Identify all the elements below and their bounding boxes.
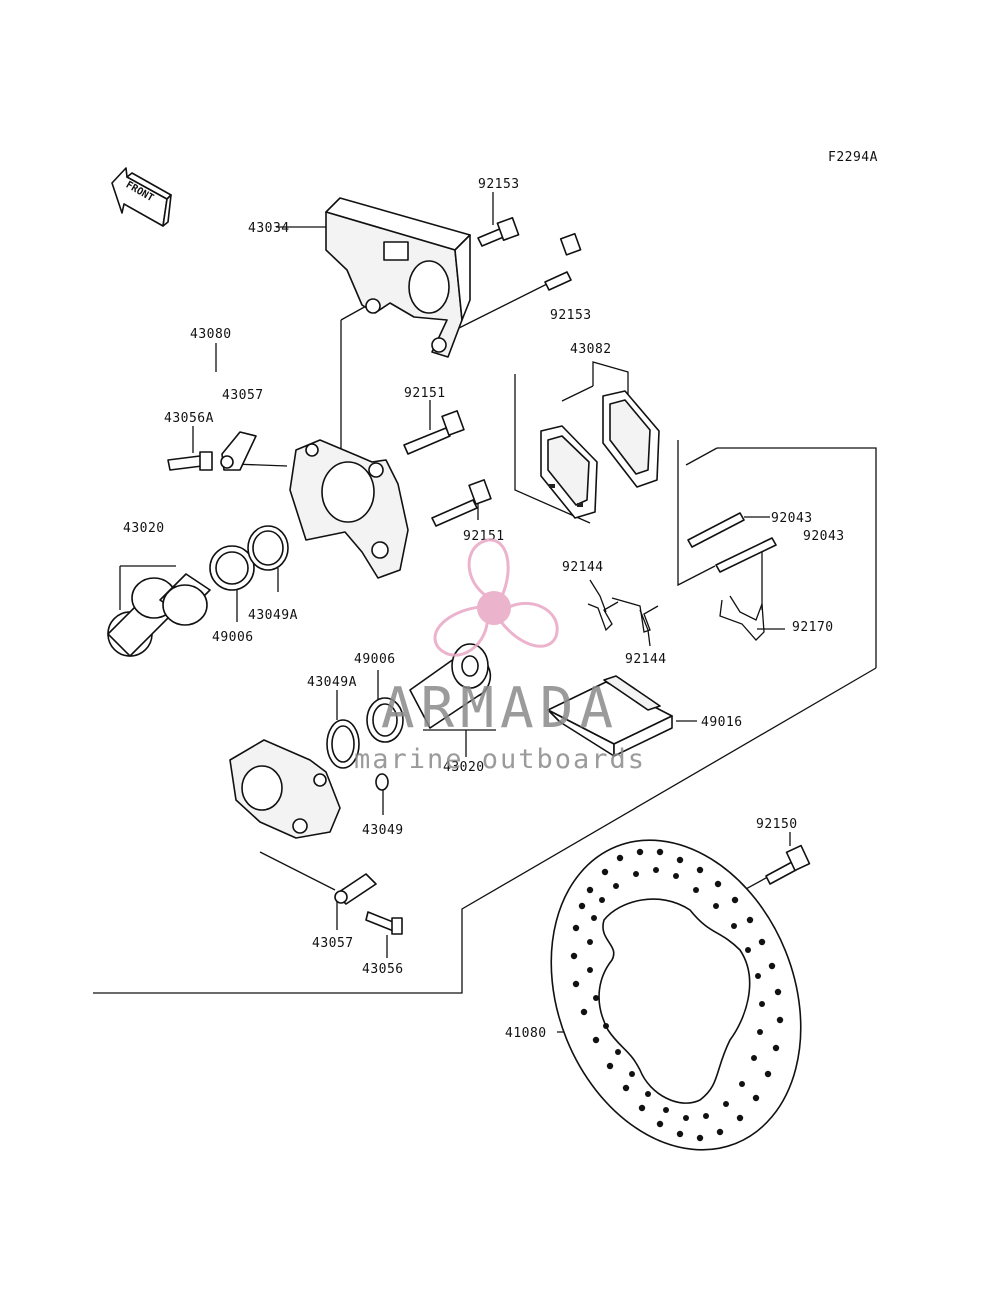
label-49016: 49016	[701, 715, 743, 730]
label-92153-upper: 92153	[478, 177, 520, 192]
label-49006-lower: 49006	[354, 652, 396, 667]
spring-clip-92170	[719, 595, 765, 641]
label-43057-lower: 43057	[312, 936, 354, 951]
leader-lines	[93, 192, 877, 1033]
label-49006-upper: 49006	[212, 630, 254, 645]
propeller-blade	[433, 605, 489, 657]
bleeder-valve-43056A	[167, 451, 213, 471]
piston-43020-upper	[107, 577, 177, 657]
propeller-blade	[467, 538, 510, 602]
label-43020-lower: 43020	[443, 760, 485, 775]
label-92151-upper: 92151	[404, 386, 446, 401]
spring-clip-92144	[587, 597, 659, 633]
bolt-92151-upper	[403, 410, 465, 455]
label-43080: 43080	[190, 327, 232, 342]
label-92043-a: 92043	[771, 511, 813, 526]
label-92144-upper: 92144	[562, 560, 604, 575]
dust-seal-49006-lower	[366, 697, 404, 743]
pad-spring-49016	[547, 675, 673, 757]
label-43049A-lower: 43049A	[307, 675, 357, 690]
watermark: ARMADA marine outboards	[354, 538, 646, 775]
label-43049: 43049	[362, 823, 404, 838]
label-43049A-upper: 43049A	[248, 608, 298, 623]
propeller-hub	[477, 591, 511, 625]
label-92170: 92170	[792, 620, 834, 635]
bolt-92153-upper	[477, 217, 520, 247]
label-92153-lower: 92153	[550, 308, 592, 323]
label-92043-b: 92043	[803, 529, 845, 544]
propeller-logo-icon	[433, 538, 559, 657]
propeller-blade	[498, 601, 559, 648]
bleeder-valve-43056	[365, 911, 403, 935]
caliper-body-lower	[229, 739, 341, 839]
front-arrow-icon: FRONT	[111, 167, 172, 227]
bleeder-cap-43057-lower	[334, 873, 377, 905]
label-43034: 43034	[248, 221, 290, 236]
bolt-92151-lower	[431, 479, 492, 527]
watermark-brand: ARMADA	[381, 676, 619, 741]
piston-insulator-upper	[159, 573, 211, 626]
bleeder-cap-43057-upper	[220, 431, 257, 471]
label-92144-lower: 92144	[625, 652, 667, 667]
brake-pads-43082	[540, 390, 660, 519]
disc-bolt-92150	[765, 844, 811, 885]
label-43056A: 43056A	[164, 411, 214, 426]
figure-code: F2294A	[828, 150, 878, 165]
label-41080: 41080	[505, 1026, 547, 1041]
piston-seal-43049A-upper	[247, 525, 289, 571]
label-43057-upper: 43057	[222, 388, 264, 403]
label-92150: 92150	[756, 817, 798, 832]
caliper-body-upper	[289, 439, 409, 579]
caliper-bracket-43034	[325, 197, 471, 358]
pad-pin-92043-a	[687, 512, 745, 548]
dust-seal-49006-upper	[209, 545, 255, 591]
disc-holes	[570, 848, 784, 1142]
label-43056: 43056	[362, 962, 404, 977]
brake-disc-41080	[550, 839, 802, 1151]
pad-pin-92043-b	[715, 537, 777, 573]
part-labels: 92153 43034 92153 43080 43057 43082 9215…	[123, 177, 845, 1041]
seal-43049	[375, 773, 389, 791]
bolt-92153-lower	[544, 232, 582, 291]
watermark-tagline: marine outboards	[354, 744, 646, 775]
piston-seal-43049A-lower	[326, 719, 360, 769]
label-43082: 43082	[570, 342, 612, 357]
label-43020-upper: 43020	[123, 521, 165, 536]
